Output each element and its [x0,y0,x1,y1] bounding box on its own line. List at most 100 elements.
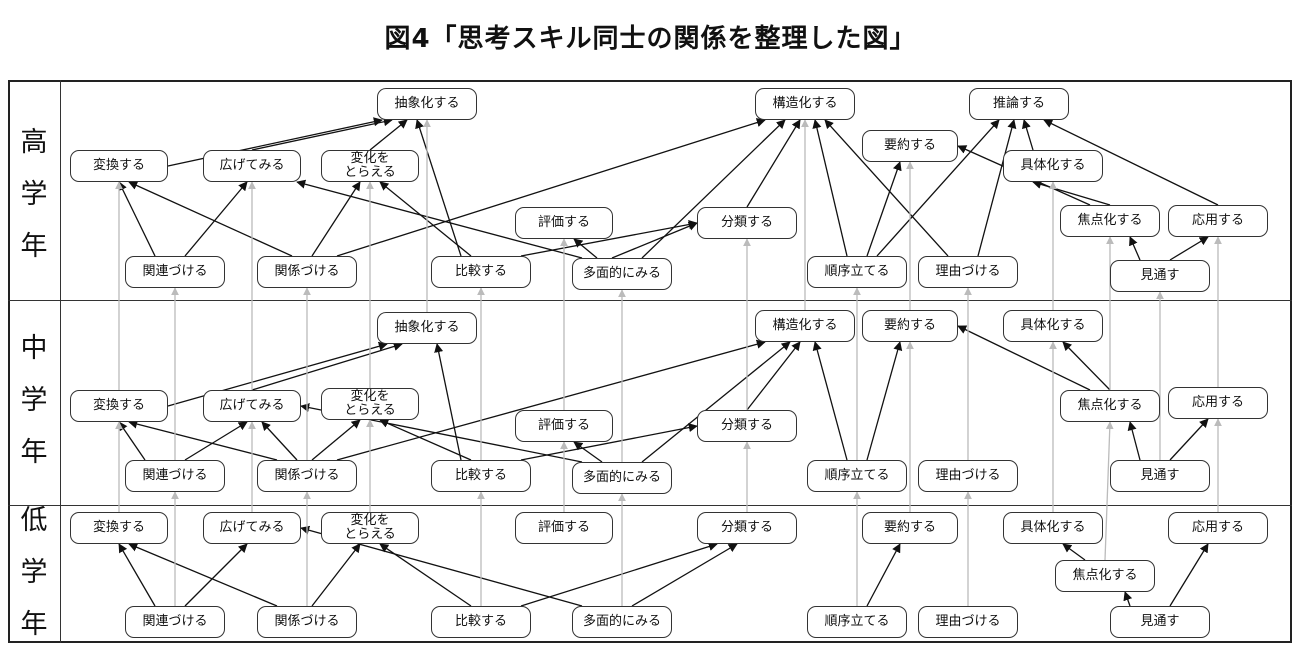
node-middle-transform: 変換する [70,390,168,422]
edge-34 [311,419,361,461]
node-middle-summarize: 要約する [862,310,958,342]
node-middle-order: 順序立てる [807,460,907,492]
edge-55 [631,543,738,607]
node-upper-abstract: 抽象化する [377,88,477,120]
edge-45 [1062,341,1111,391]
node-lower-multi: 多面的にみる [572,606,672,638]
node-middle-apply: 応用する [1168,387,1268,419]
node-upper-apply: 応用する [1168,205,1268,237]
edge-16 [812,119,848,257]
node-upper-broaden: 広げてみる [203,150,301,182]
edge-17 [824,119,949,257]
grade-column-divider [60,80,61,643]
node-lower-reason: 理由づける [918,606,1018,638]
node-lower-classify: 分類する [697,512,797,544]
grade-label-lower: 低学年 [20,505,48,640]
node-middle-foresee: 見通す [1110,460,1210,492]
node-middle-classify: 分類する [697,410,797,442]
edge-11 [573,238,598,259]
node-upper-structure: 構造化する [755,88,855,120]
node-lower-change: 変化を とらえる [321,512,419,544]
node-upper-infer: 推論する [969,88,1069,120]
edge-24 [1043,119,1219,206]
grade-label-middle: 中学年 [20,333,48,468]
node-lower-focus: 焦点化する [1055,560,1155,592]
node-middle-connect: 関係づける [257,460,357,492]
edge-58 [1123,591,1133,607]
edge-38 [573,441,603,463]
edge-44 [957,325,1091,391]
row-divider-upper-middle [8,300,1292,301]
node-middle-multi: 多面的にみる [572,462,672,494]
edge-42 [812,341,848,461]
edge-18 [866,161,902,257]
edge-25 [1129,236,1141,261]
node-middle-structure: 構造化する [755,310,855,342]
edge-7 [311,181,361,257]
node-middle-broaden: 広げてみる [203,390,301,422]
node-upper-evaluate: 評価する [515,207,613,239]
edge-33 [261,421,298,461]
row-divider-middle-lower [8,505,1292,506]
edge-3 [415,119,462,257]
edge-50 [128,542,278,607]
grade-link-90 [1104,421,1114,561]
node-upper-concretize: 具体化する [1003,150,1103,182]
edge-4 [118,181,156,257]
edge-2 [369,119,408,151]
node-middle-relate: 関連づける [125,460,225,492]
edge-29 [434,343,462,461]
node-middle-evaluate: 評価する [515,410,613,442]
node-middle-change: 変化を とらえる [321,388,419,420]
node-lower-transform: 変換する [70,512,168,544]
edge-21 [1021,119,1034,151]
edge-20 [977,119,1017,257]
edge-15 [746,119,801,208]
edge-56 [866,543,901,607]
node-lower-order: 順序立てる [807,606,907,638]
node-lower-concretize: 具体化する [1003,512,1103,544]
node-upper-relate: 関連づける [125,256,225,288]
node-upper-classify: 分類する [697,207,797,239]
node-middle-reason: 理由づける [918,460,1018,492]
node-upper-order: 順序立てる [807,256,907,288]
edge-49 [184,543,248,607]
node-lower-relate: 関連づける [125,606,225,638]
edge-47 [1169,418,1209,461]
diagram-frame [8,80,1292,643]
edge-32 [128,419,278,461]
edge-6 [128,181,293,257]
edge-1 [251,117,393,151]
node-lower-foresee: 見通す [1110,606,1210,638]
node-lower-connect: 関係づける [257,606,357,638]
edge-28 [251,342,403,391]
edge-8 [336,118,766,257]
node-lower-broaden: 広げてみる [203,512,301,544]
node-lower-evaluate: 評価する [515,512,613,544]
edge-31 [184,421,248,461]
node-upper-foresee: 見通す [1110,260,1210,292]
node-upper-transform: 変換する [70,150,168,182]
edge-26 [1169,236,1209,261]
edge-9 [379,181,472,257]
node-upper-focus: 焦点化する [1060,205,1160,237]
edge-19 [876,119,1000,257]
edge-13 [520,220,698,257]
node-upper-connect: 関係づける [257,256,357,288]
node-middle-focus: 焦点化する [1060,390,1160,422]
edge-36 [379,419,472,461]
node-lower-summarize: 要約する [862,512,958,544]
edge-41 [746,341,801,411]
edge-59 [1169,543,1209,607]
edge-40 [641,341,791,463]
edge-14 [641,119,786,259]
node-upper-change: 変化を とらえる [321,150,419,182]
edge-53 [520,542,718,607]
node-upper-reason: 理由づける [918,256,1018,288]
edge-57 [1062,543,1086,561]
edge-35 [336,339,766,461]
edge-12 [611,221,698,259]
page-title: 図4「思考スキル同士の関係を整理した図」 [384,24,917,54]
node-upper-multi: 多面的にみる [572,258,672,290]
